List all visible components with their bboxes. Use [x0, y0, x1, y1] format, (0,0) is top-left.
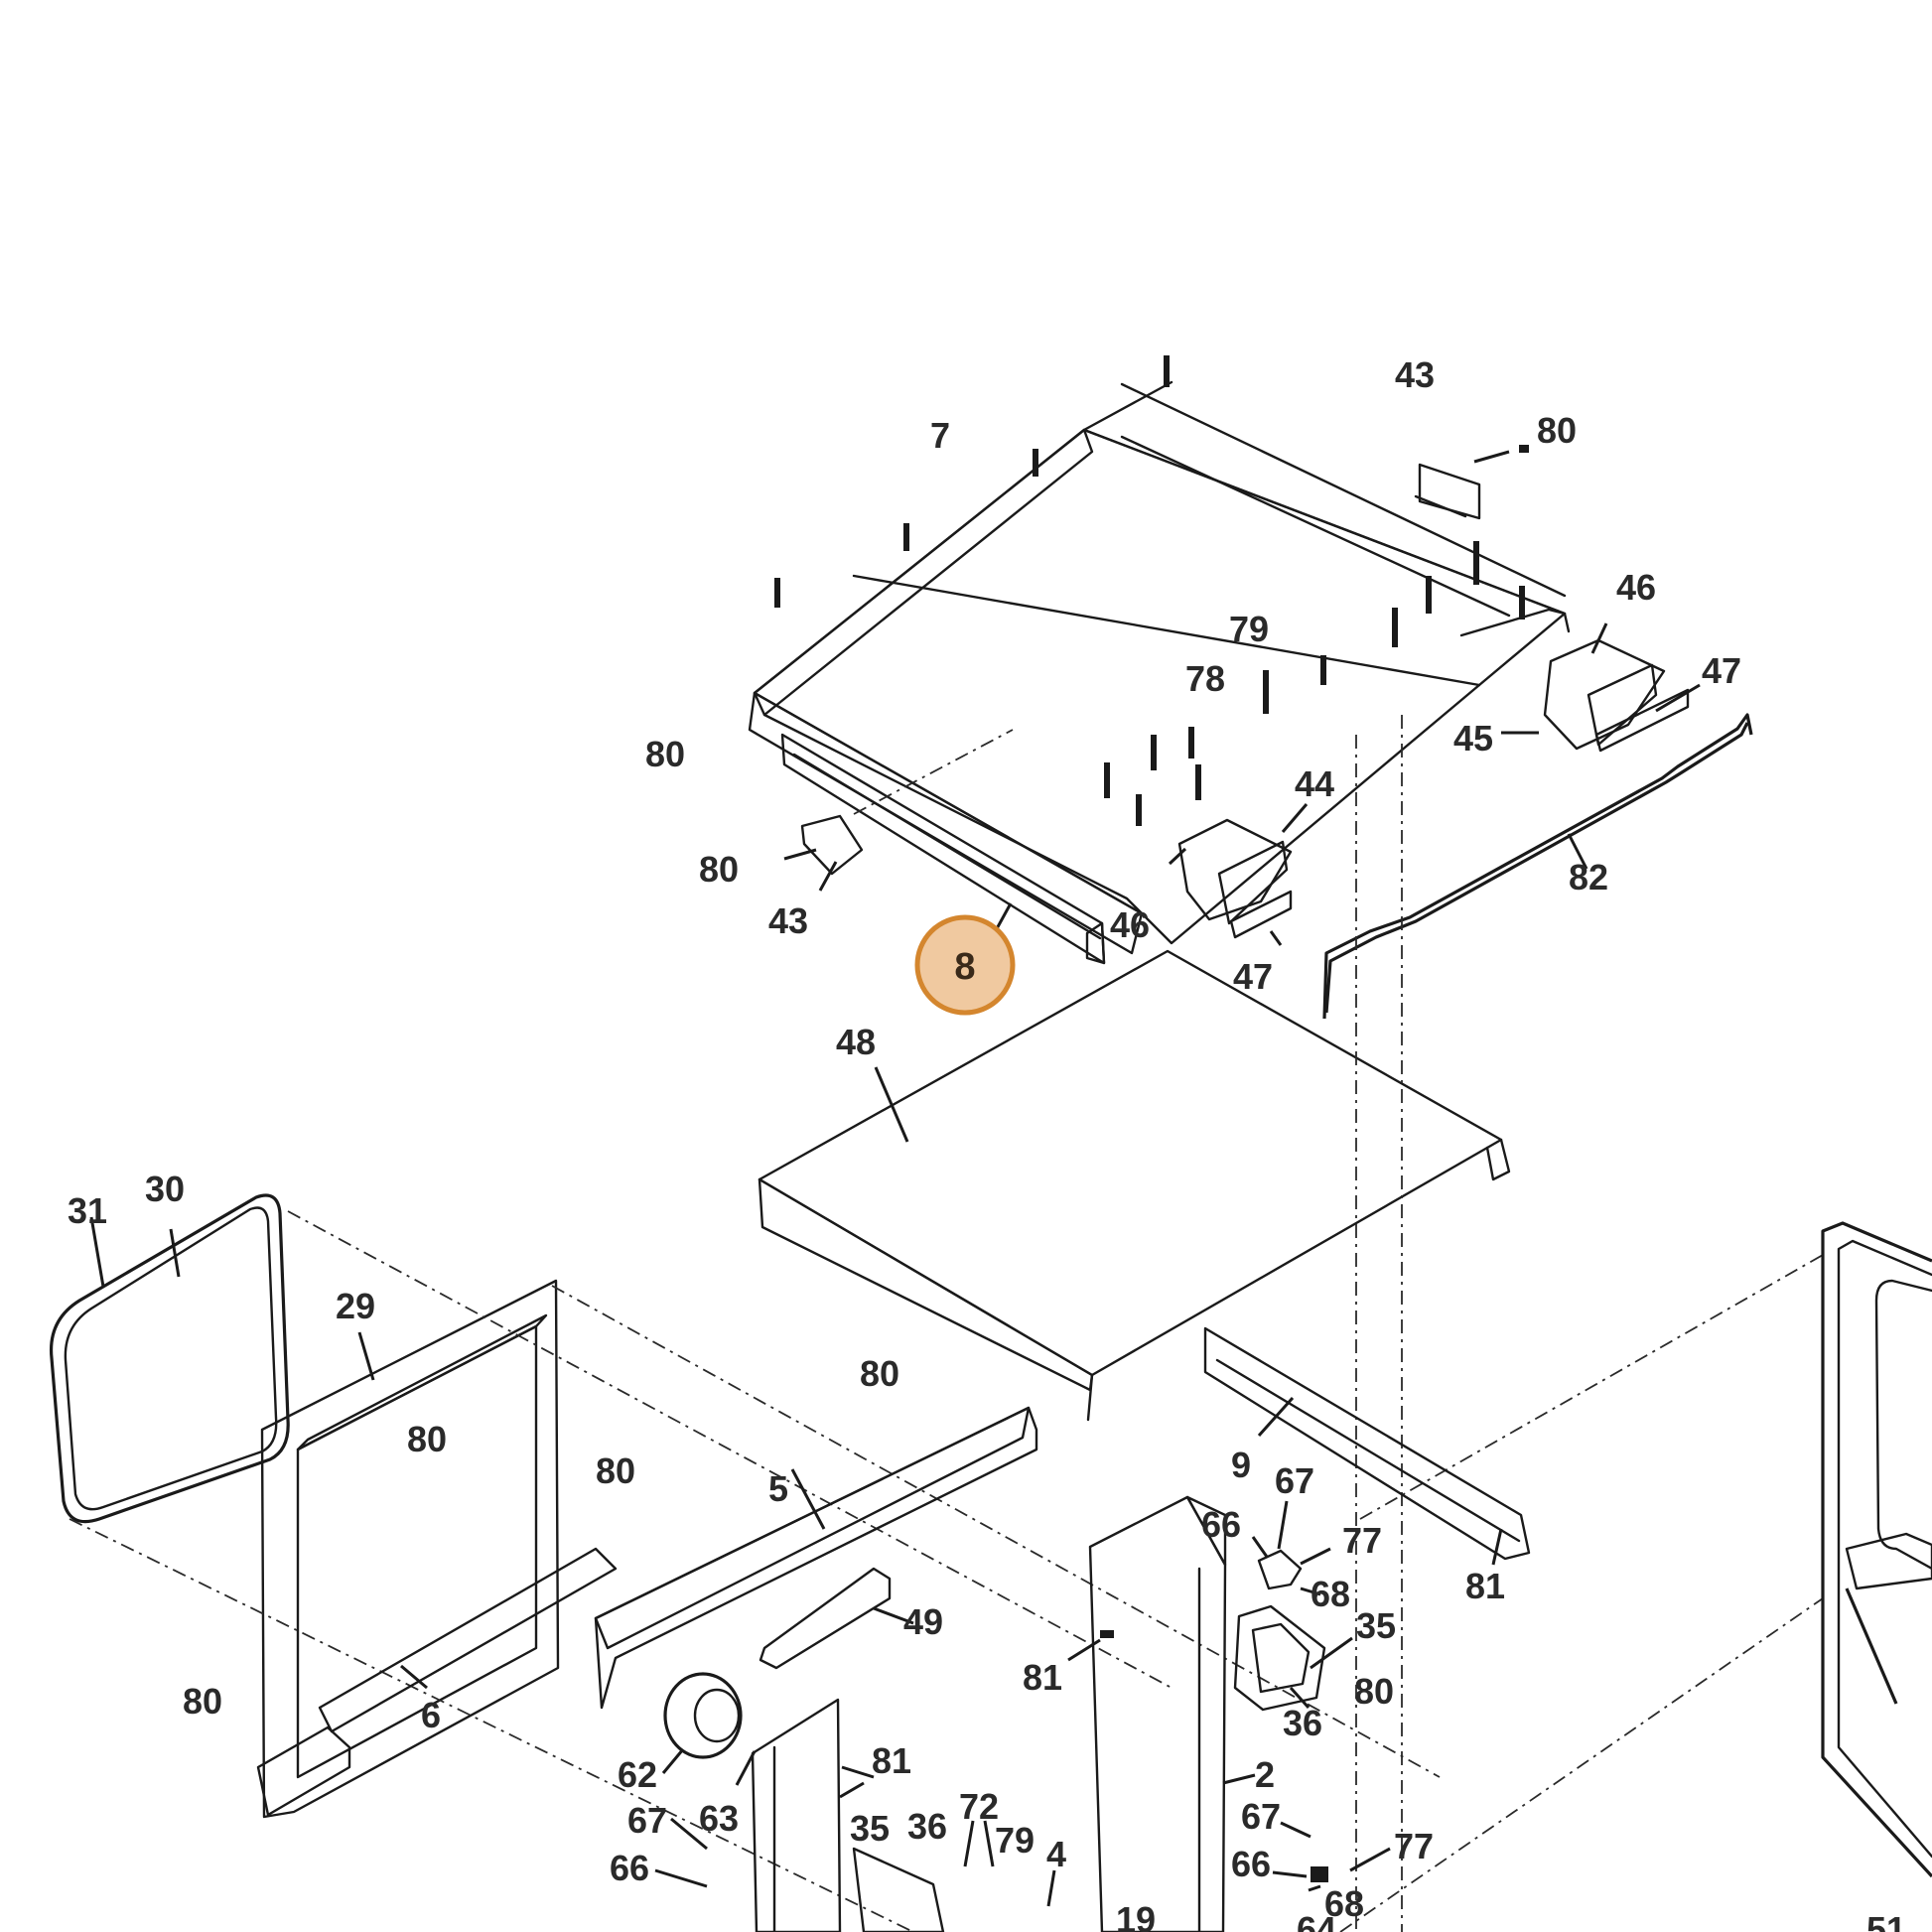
cross-member	[594, 1406, 1038, 1710]
callout-9[interactable]: 9	[1231, 1445, 1251, 1485]
callout-47-left[interactable]: 47	[1233, 956, 1273, 997]
callout-72[interactable]: 72	[959, 1786, 999, 1827]
callout-4[interactable]: 4	[1046, 1834, 1066, 1874]
lower-leaders	[654, 1817, 1391, 1907]
cab-door	[1821, 1221, 1932, 1878]
support-rod	[1322, 713, 1753, 1020]
callout-44[interactable]: 44	[1295, 763, 1334, 804]
roof-panel	[748, 380, 1571, 955]
callout-67-upper[interactable]: 67	[1275, 1460, 1314, 1501]
callout-36-right[interactable]: 36	[1283, 1703, 1322, 1743]
rear-roof-trim	[780, 729, 1106, 965]
callout-68-upper[interactable]: 68	[1311, 1574, 1350, 1614]
callout-45[interactable]: 45	[1453, 718, 1493, 759]
callout-79-upper[interactable]: 79	[1229, 609, 1269, 649]
callout-80-handle[interactable]: 80	[1354, 1671, 1394, 1712]
dashed-assembly-guides	[69, 1210, 1824, 1932]
callout-80-lower[interactable]: 80	[183, 1681, 222, 1722]
latch-assembly-upper	[1251, 1500, 1331, 1596]
roof-bolts	[774, 355, 1525, 826]
callout-67-lower[interactable]: 67	[1241, 1796, 1281, 1837]
callout-5[interactable]: 5	[768, 1468, 788, 1509]
rear-window-glass	[49, 1193, 290, 1524]
callout-64[interactable]: 64	[1297, 1909, 1336, 1932]
callout-2[interactable]: 2	[1255, 1754, 1275, 1795]
callout-66-upper[interactable]: 66	[1201, 1504, 1241, 1545]
callout-35-lower[interactable]: 35	[850, 1808, 890, 1849]
callout-31[interactable]: 31	[68, 1190, 107, 1231]
dome-light	[661, 1672, 757, 1786]
callout-7[interactable]: 7	[930, 415, 950, 456]
highlighted-callout-8[interactable]: 8	[914, 902, 1016, 1016]
callout-19[interactable]: 19	[1116, 1899, 1156, 1932]
side-trim	[1203, 1326, 1531, 1561]
callout-63[interactable]: 63	[699, 1798, 739, 1839]
callout-46-right[interactable]: 46	[1616, 567, 1656, 608]
latch-bracket-top	[1414, 445, 1529, 520]
grab-handle-right	[1233, 1604, 1353, 1712]
callout-30[interactable]: 30	[145, 1169, 185, 1209]
callout-29[interactable]: 29	[336, 1286, 375, 1326]
callout-80-left[interactable]: 80	[645, 734, 685, 774]
callout-77-lower[interactable]: 77	[1394, 1826, 1434, 1866]
callout-80-frame[interactable]: 80	[407, 1419, 447, 1459]
callout-43-top[interactable]: 43	[1395, 354, 1435, 395]
callout-8[interactable]: 8	[954, 946, 975, 988]
bracket-49	[759, 1567, 914, 1670]
callout-80-top[interactable]: 80	[1537, 410, 1577, 451]
callout-78[interactable]: 78	[1185, 658, 1225, 699]
callout-68-lower[interactable]: 68	[1324, 1883, 1364, 1924]
callout-80-bracket[interactable]: 80	[699, 849, 739, 890]
lower-bar	[256, 1547, 618, 1817]
callout-80-mid[interactable]: 80	[596, 1450, 635, 1491]
callout-36-lower[interactable]: 36	[907, 1806, 947, 1847]
callout-79-lower[interactable]: 79	[995, 1820, 1035, 1861]
callout-62[interactable]: 62	[618, 1754, 657, 1795]
lower-interior-panels	[751, 1698, 945, 1932]
callout-35-right[interactable]: 35	[1356, 1605, 1396, 1646]
callout-48[interactable]: 48	[836, 1022, 876, 1062]
rear-pillar	[1088, 1495, 1256, 1932]
callout-49[interactable]: 49	[903, 1601, 943, 1642]
callout-77-upper[interactable]: 77	[1342, 1520, 1382, 1561]
callout-labels: 7 43 80 46 47 79 78 80 45 44 80 43 46 82…	[68, 354, 1906, 1932]
latch-bracket-left	[783, 814, 864, 892]
callout-47-right[interactable]: 47	[1702, 650, 1741, 691]
callout-81-right[interactable]: 81	[1465, 1566, 1505, 1606]
highlight-ring	[914, 914, 1016, 1016]
callout-46-left[interactable]: 46	[1110, 904, 1150, 945]
callout-81-lower[interactable]: 81	[872, 1740, 911, 1781]
rear-window-frame	[260, 1279, 560, 1819]
callout-66-lower-left[interactable]: 66	[610, 1848, 649, 1888]
callout-6[interactable]: 6	[421, 1695, 441, 1735]
callout-80-crossmember[interactable]: 80	[860, 1353, 899, 1394]
callout-43-left[interactable]: 43	[768, 900, 808, 941]
fastener-81	[1067, 1528, 1503, 1662]
callout-67-lower-left[interactable]: 67	[627, 1800, 667, 1841]
headliner-panel	[758, 949, 1511, 1422]
callout-81-pillar[interactable]: 81	[1023, 1657, 1062, 1698]
callout-66-lower[interactable]: 66	[1231, 1844, 1271, 1884]
hinge-assembly-left	[1168, 803, 1309, 946]
hinge-assembly-right	[1501, 622, 1701, 753]
callout-82[interactable]: 82	[1569, 857, 1608, 897]
callout-51[interactable]: 51	[1866, 1909, 1906, 1932]
